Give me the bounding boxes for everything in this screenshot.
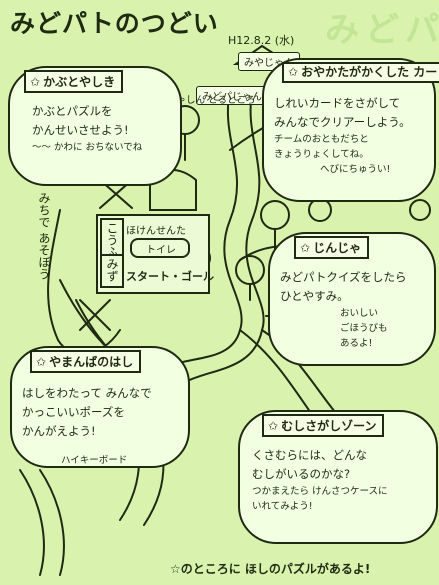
star-icon: ✩: [268, 419, 279, 433]
event-date: H12.8.2 (水): [228, 34, 295, 47]
star-icon: ✩: [300, 241, 311, 255]
section-jinja-heading: ✩じんじゃ: [294, 236, 370, 259]
start-goal-label: スタート・ゴール: [126, 270, 214, 283]
section-yamanba: ✩やまんばのはし はしをわたって みんなで かっこいいポーズを かんがえよう!: [10, 346, 190, 468]
footer-note: ☆のところに ほしのパズルがあるよ!: [170, 562, 371, 576]
section-card-body: しれいカードをさがして みんなでクリアーしよう。 チームのおともだちと きょうり…: [274, 96, 411, 175]
building-water: みず: [100, 254, 124, 288]
building-toilet-label: トイレ: [146, 245, 176, 256]
section-mushi-heading: ✩むしさがしゾーン: [262, 414, 385, 437]
building-koufu-label: こうふ: [105, 222, 119, 258]
building-water-label: みず: [105, 258, 119, 282]
section-yamanba-heading: ✩やまんばのはし: [30, 350, 142, 373]
path-label: みちで あそぼう: [37, 192, 51, 280]
star-icon: ✩: [30, 75, 41, 89]
watermark-text: みどパ: [325, 10, 439, 50]
building-hoken-label: ほけんせんた: [126, 226, 186, 237]
tag-photo-spot: しゃしん とるところ: [167, 95, 256, 106]
section-kabuto-heading: ✩かぶとやしき: [24, 70, 124, 93]
tag-keyboard: ハイキーボード: [61, 455, 128, 466]
section-yamanba-body: はしをわたって みんなで かっこいいポーズを かんがえよう!: [22, 386, 152, 438]
section-mushi: ✩むしさがしゾーン くさむらには、どんな むしがいるのかな? つかまえたら けん…: [238, 410, 438, 544]
star-icon: ✩: [36, 355, 47, 369]
section-jinja-body: みどパトクイズをしたら ひとやすみ。 おいしい ごほうびも あるよ!: [280, 270, 407, 349]
section-jinja: ✩じんじゃ みどパトクイズをしたら ひとやすみ。 おいしい ごほうびも あるよ!: [268, 232, 436, 366]
section-mushi-body: くさむらには、どんな むしがいるのかな? つかまえたら けんさつケースに いれて…: [252, 448, 388, 512]
page-title: みどパトのつどい: [10, 9, 219, 38]
star-icon: ✩: [288, 65, 299, 79]
section-kabuto: ✩かぶとやしき かぶとパズルを かんせいさせよう! 〜〜 かわに おちないでね: [8, 66, 182, 186]
building-toilet: トイレ: [130, 238, 190, 258]
section-card-hunt: ✩おやかたがかくした カードをさがせ! しれいカードをさがして みんなでクリアー…: [262, 58, 439, 202]
section-card-heading: ✩おやかたがかくした カードをさがせ!: [282, 62, 439, 83]
section-kabuto-body: かぶとパズルを かんせいさせよう! 〜〜 かわに おちないでね: [32, 104, 143, 153]
